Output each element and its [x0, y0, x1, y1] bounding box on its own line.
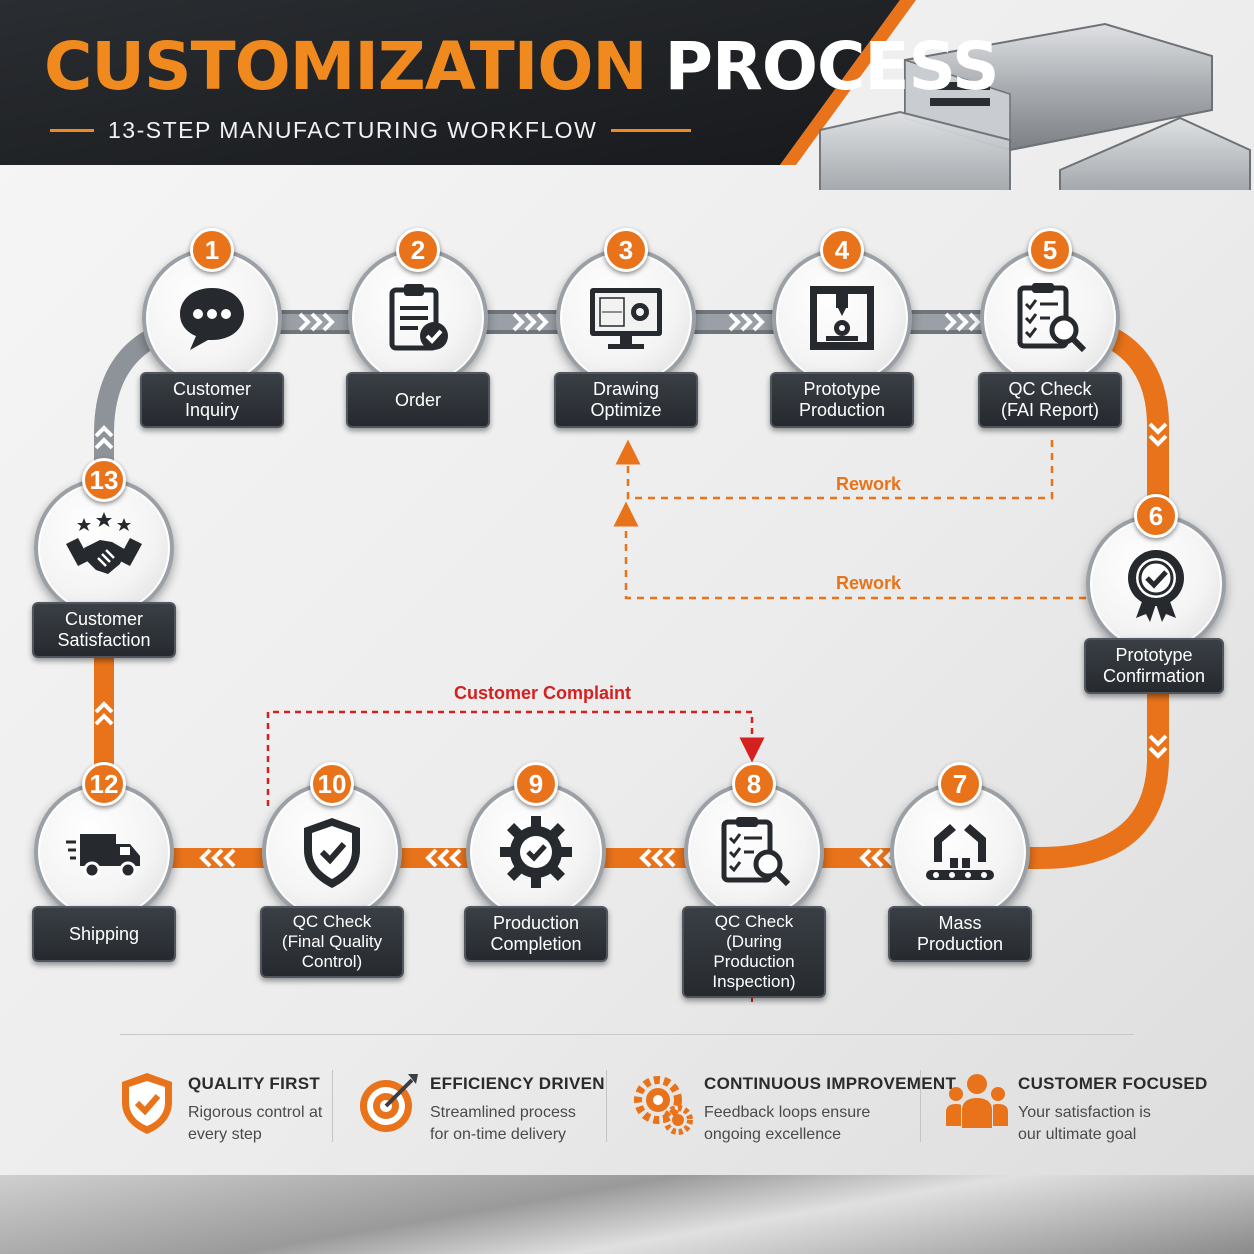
feature-divider: [920, 1070, 921, 1142]
checklist-magnifier-icon: [1017, 283, 1087, 353]
cad-monitor-icon: [590, 288, 662, 349]
feature-description: Feedback loops ensure ongoing excellence: [704, 1104, 871, 1143]
step-8-qc-check-during-production: 8 QC Check (During Production Inspection…: [682, 762, 826, 998]
step-label: Prototype Production: [770, 372, 914, 428]
title-part-1: CUSTOMIZATION: [44, 28, 648, 105]
step-number: 8: [732, 762, 776, 806]
subtitle-text: 13-STEP MANUFACTURING WORKFLOW: [108, 116, 598, 143]
rework-label-2: Rework: [836, 573, 902, 593]
step-label: QC Check (Final Quality Control): [260, 906, 404, 978]
feature-title: QUALITY FIRST: [188, 1074, 321, 1093]
step-2-order: 2 Order: [346, 228, 490, 438]
chat-bubble-icon: [180, 288, 244, 350]
step-label: QC Check (During Production Inspection): [682, 906, 826, 998]
feature-efficiency-driven: EFFICIENCY DRIVEN Streamlined process fo…: [358, 1068, 618, 1158]
feature-title: CUSTOMER FOCUSED: [1018, 1074, 1208, 1093]
footer-divider-line: [120, 1034, 1134, 1035]
step-label: Production Completion: [464, 906, 608, 962]
step-1-customer-inquiry: 1 Customer Inquiry: [140, 228, 284, 438]
step-number: 12: [82, 762, 126, 806]
step-label: Customer Inquiry: [140, 372, 284, 428]
clipboard-check-icon: [389, 284, 448, 351]
step-number: 4: [820, 228, 864, 272]
brushed-metal-footer: [0, 1175, 1254, 1254]
step-label: Prototype Confirmation: [1084, 638, 1224, 694]
shield-check-icon: [304, 818, 360, 888]
step-label: Mass Production: [888, 906, 1032, 962]
step-10-qc-check-final: 10 QC Check (Final Quality Control): [260, 762, 404, 978]
feature-continuous-improvement: CONTINUOUS IMPROVEMENT Feedback loops en…: [632, 1068, 956, 1158]
step-number: 13: [82, 458, 126, 502]
step-label: Customer Satisfaction: [32, 602, 176, 658]
step-label: QC Check (FAI Report): [978, 372, 1122, 428]
robot-arm-conveyor-icon: [926, 824, 994, 880]
feature-description: Rigorous control at every step: [188, 1104, 323, 1143]
people-group-icon: [946, 1074, 1008, 1128]
step-number: 5: [1028, 228, 1072, 272]
feature-divider: [332, 1070, 333, 1142]
step-12-shipping: 12 Shipping: [32, 762, 176, 972]
step-4-prototype-production: 4 Prototype Production: [770, 228, 914, 438]
feature-quality-first: QUALITY FIRST Rigorous control at every …: [116, 1068, 336, 1158]
step-5-qc-check-fai: 5 QC Check (FAI Report): [978, 228, 1122, 438]
feature-title: CONTINUOUS IMPROVEMENT: [704, 1074, 957, 1093]
step-6-prototype-confirmation: 6 Prototype Confirmation: [1084, 494, 1226, 704]
step-13-customer-satisfaction: 13 Customer Satisfaction: [32, 458, 176, 668]
step-number: 10: [310, 762, 354, 806]
delivery-truck-icon: [66, 834, 140, 879]
step-label: Shipping: [32, 906, 176, 962]
header-background: [0, 0, 1251, 190]
badge-check-icon: [1128, 550, 1184, 622]
subtitle-rule-right: [611, 128, 692, 132]
feature-title: EFFICIENCY DRIVEN: [430, 1074, 605, 1093]
page-subtitle: 13-STEP MANUFACTURING WORKFLOW: [50, 114, 692, 146]
step-label: Order: [346, 372, 490, 428]
step-7-mass-production: 7 Mass Production: [888, 762, 1032, 972]
subtitle-rule-left: [50, 128, 94, 132]
step-3-drawing-optimize: 3 Drawing Optimize: [554, 228, 698, 438]
rework-label-1: Rework: [836, 474, 902, 494]
shield-check-icon: [122, 1073, 172, 1134]
feature-divider: [606, 1070, 607, 1142]
step-number: 9: [514, 762, 558, 806]
checklist-magnifier-icon: [721, 817, 791, 887]
step-number: 2: [396, 228, 440, 272]
target-icon: [360, 1074, 418, 1132]
feature-description: Your satisfaction is our ultimate goal: [1018, 1104, 1151, 1143]
enclosure-illustration: [819, 22, 1251, 190]
step-number: 1: [190, 228, 234, 272]
step-number: 6: [1134, 494, 1178, 538]
handshake-stars-icon: [66, 512, 142, 574]
step-number: 3: [604, 228, 648, 272]
step-9-production-completion: 9 Production Completion: [464, 762, 608, 972]
title-part-2: PROCESS: [664, 28, 1000, 105]
gear-check-icon: [500, 816, 572, 888]
gears-icon: [634, 1076, 693, 1135]
step-label: Drawing Optimize: [554, 372, 698, 428]
step-number: 7: [938, 762, 982, 806]
feature-description: Streamlined process for on-time delivery: [430, 1104, 576, 1143]
feature-customer-focused: CUSTOMER FOCUSED Your satisfaction is ou…: [946, 1068, 1207, 1158]
3d-printer-icon: [810, 286, 874, 350]
complaint-label: Customer Complaint: [454, 683, 632, 703]
